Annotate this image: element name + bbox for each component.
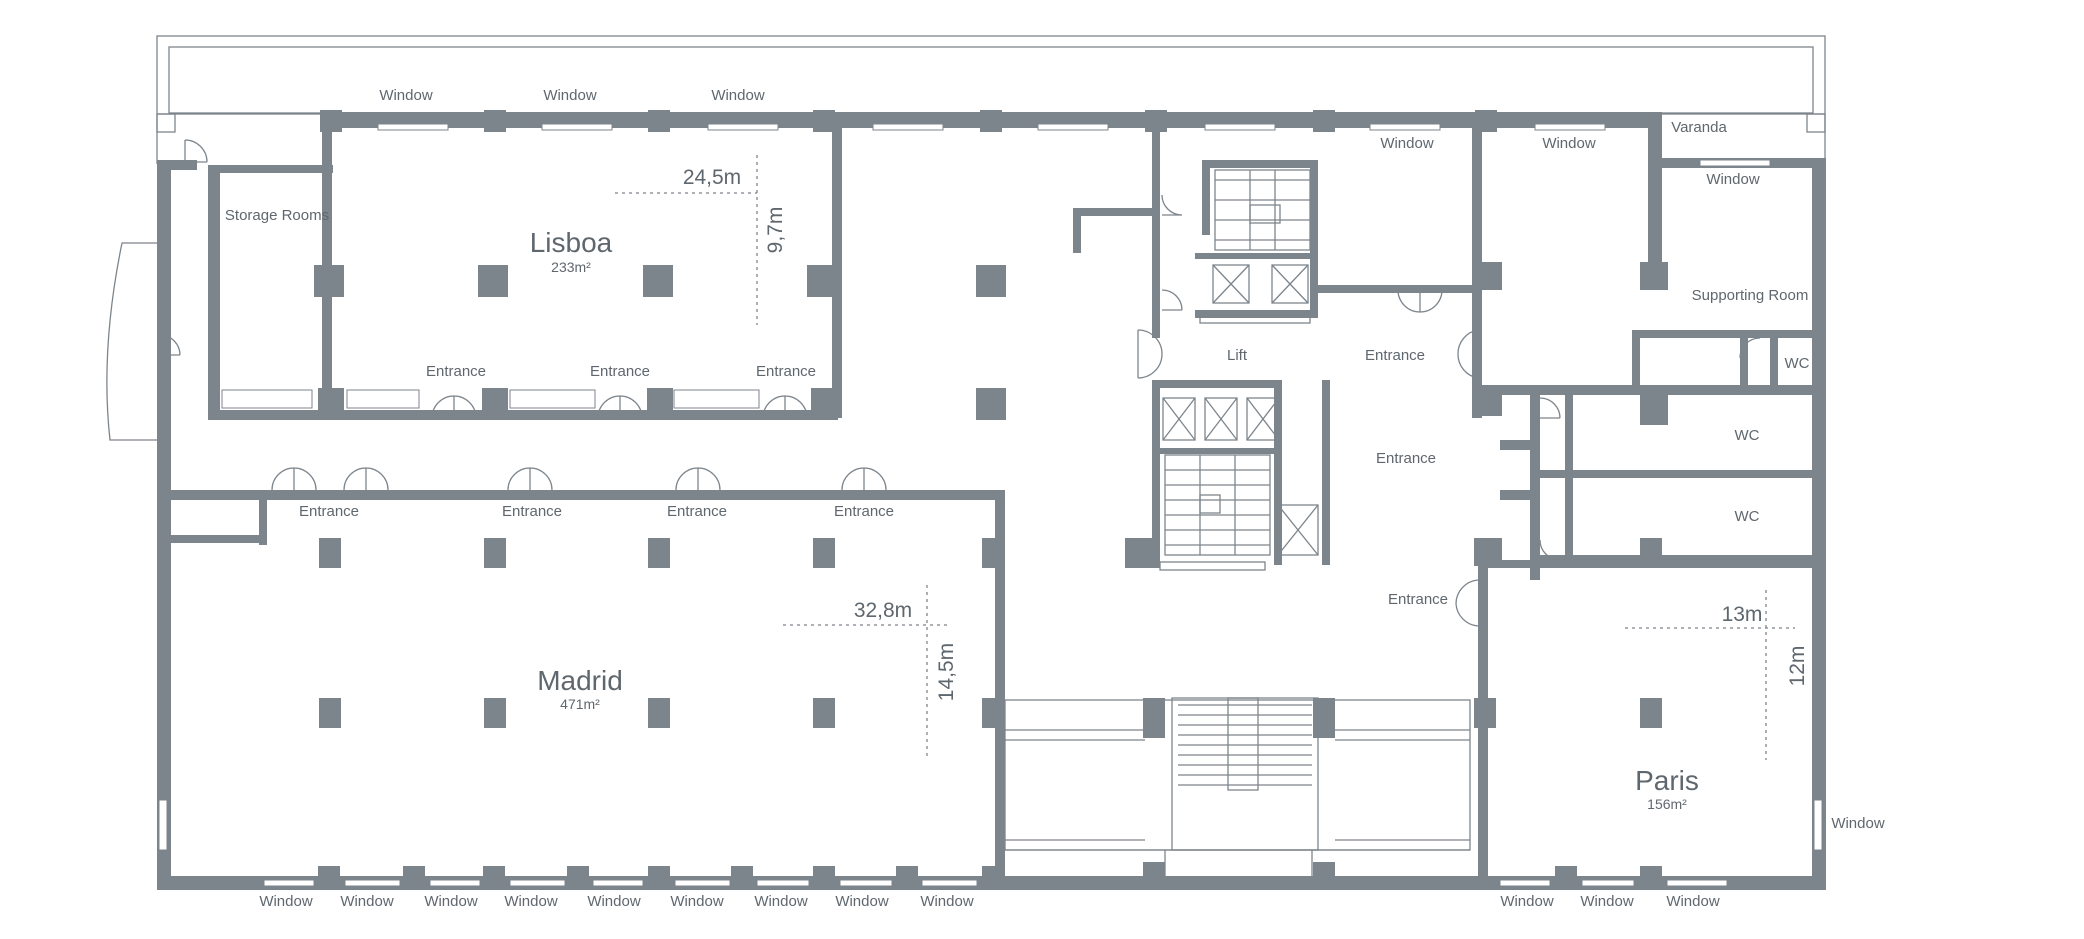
room-area-paris: 156m² — [1647, 796, 1687, 812]
dimension-lines — [615, 155, 1795, 760]
room-lisboa[interactable]: Lisboa 233m² 24,5m 9,7m — [530, 166, 787, 275]
window-label: Window — [711, 87, 765, 104]
wc-label: WC — [1735, 427, 1760, 444]
window-label: Window — [1542, 135, 1596, 152]
storage-rooms-label: Storage Rooms — [225, 207, 329, 224]
window-labels: Window Window Window Window Window Windo… — [259, 87, 1885, 910]
dimension-depth-lisboa: 9,7m — [764, 207, 787, 254]
entrance-label: Entrance — [667, 503, 727, 520]
window-label: Window — [920, 893, 974, 910]
wc-label: WC — [1735, 508, 1760, 525]
window-label: Window — [587, 893, 641, 910]
lift-label: Lift — [1227, 347, 1248, 364]
dimension-depth-paris: 12m — [1786, 646, 1809, 687]
entrance-label: Entrance — [299, 503, 359, 520]
wc-label: WC — [1785, 355, 1810, 372]
dimension-width-lisboa: 24,5m — [683, 166, 741, 189]
utility-labels: Storage Rooms Lift Varanda Supporting Ro… — [225, 119, 1810, 525]
window-label: Window — [259, 893, 313, 910]
entrance-label: Entrance — [1376, 450, 1436, 467]
room-paris[interactable]: Paris 156m² 13m 12m — [1635, 603, 1809, 812]
entrance-label: Entrance — [426, 363, 486, 380]
varanda-label: Varanda — [1671, 119, 1727, 136]
terrace-outline — [106, 35, 1826, 441]
room-name-lisboa: Lisboa — [530, 227, 613, 258]
interior-walls — [160, 128, 1815, 885]
dimension-width-paris: 13m — [1722, 603, 1763, 626]
window-label: Window — [754, 893, 808, 910]
window-label: Window — [1380, 135, 1434, 152]
room-name-paris: Paris — [1635, 765, 1699, 796]
room-name-madrid: Madrid — [537, 665, 623, 696]
entrance-label: Entrance — [1388, 591, 1448, 608]
exterior-walls — [157, 112, 1826, 890]
window-label: Window — [835, 893, 889, 910]
window-openings — [158, 123, 1823, 887]
entrance-label: Entrance — [590, 363, 650, 380]
entrance-label: Entrance — [756, 363, 816, 380]
stairs-and-lifts — [1004, 169, 1471, 876]
window-label: Window — [379, 87, 433, 104]
room-area-madrid: 471m² — [560, 696, 600, 712]
window-label: Window — [1500, 893, 1554, 910]
window-label: Window — [504, 893, 558, 910]
window-label: Window — [670, 893, 724, 910]
room-madrid[interactable]: Madrid 471m² 32,8m 14,5m — [537, 599, 958, 712]
entrance-label: Entrance — [834, 503, 894, 520]
dimension-width-madrid: 32,8m — [854, 599, 912, 622]
entrance-label: Entrance — [1365, 347, 1425, 364]
window-label: Window — [1666, 893, 1720, 910]
entrance-labels: Entrance Entrance Entrance Entrance Entr… — [299, 347, 1448, 608]
supporting-room-label: Supporting Room — [1692, 287, 1809, 304]
window-label: Window — [340, 893, 394, 910]
window-label: Window — [1831, 815, 1885, 832]
doors — [159, 139, 1761, 627]
window-label: Window — [1706, 171, 1760, 188]
window-label: Window — [424, 893, 478, 910]
room-area-lisboa: 233m² — [551, 259, 591, 275]
window-label: Window — [1580, 893, 1634, 910]
dimension-depth-madrid: 14,5m — [935, 643, 958, 701]
window-label: Window — [543, 87, 597, 104]
entrance-label: Entrance — [502, 503, 562, 520]
